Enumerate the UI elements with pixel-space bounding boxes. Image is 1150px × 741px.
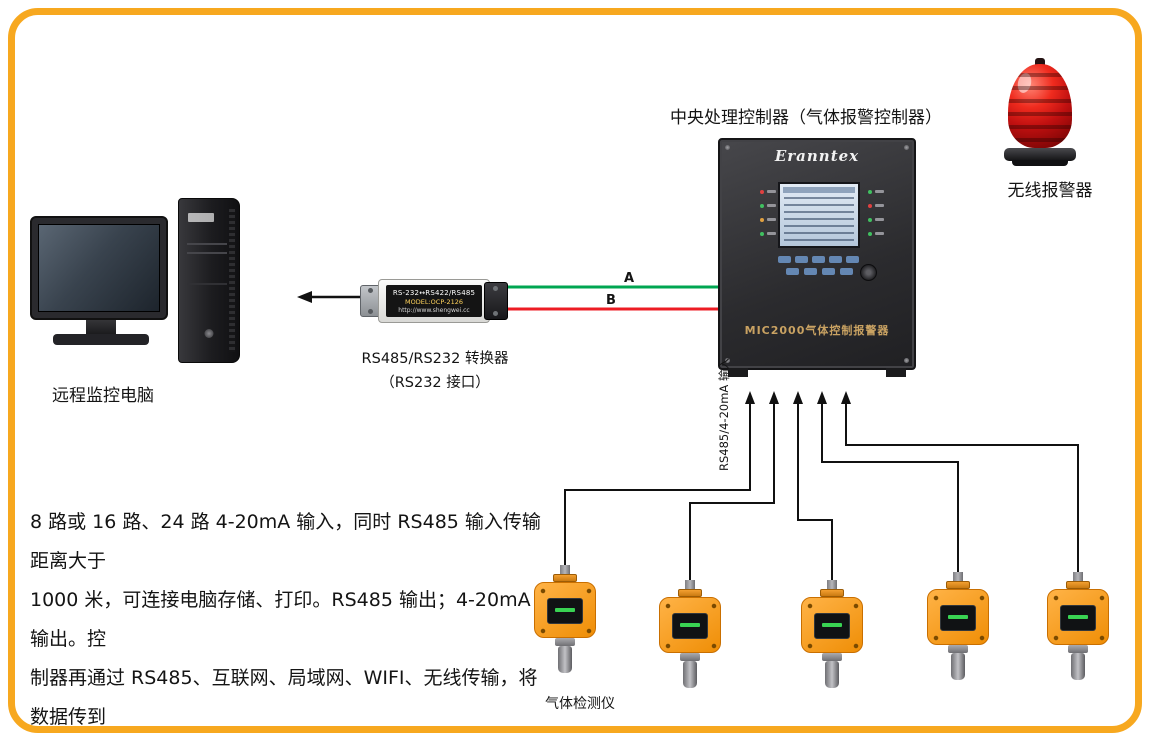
screw-icon [904,358,909,363]
detector-collar [820,589,844,597]
alarm-base-lower [1012,160,1068,166]
alarm-red-dome [1008,64,1072,148]
detector-body [534,582,596,638]
detector-cable-stub [560,565,570,574]
description-line: 远程监控中心。 [30,737,546,741]
converter-device-text-1: RS-232↔RS422/RS485 [392,289,476,297]
description-line: 制器再通过 RS485、互联网、局域网、WIFI、无线传输，将数据传到 [30,667,538,728]
detector-wires [564,402,1079,587]
alarm-top-cap [1035,58,1045,66]
gas-detector [1038,572,1118,684]
detector-nut [948,645,968,653]
panel-lock-icon [860,264,877,281]
detector-sensor-probe [1071,653,1085,680]
detector-display [547,598,583,624]
tower-badge [188,213,214,222]
detector-display [814,613,850,639]
gas-detector [792,580,872,692]
mount-tab [728,368,748,377]
wire-b-label: B [606,293,616,308]
tower-vents [229,209,235,352]
detector-sensor-probe [683,661,697,688]
pc-arrow [297,291,368,303]
tower-drive-bays [187,243,227,245]
detector-body [659,597,721,653]
screw-icon [904,145,909,150]
monitor-neck [86,320,116,334]
description-line: 1000 米，可连接电脑存储、打印。RS485 输出；4-20mA 输出。控 [30,589,531,650]
detector-cable-stub [685,580,695,589]
detector-sensor-probe [951,653,965,680]
gas-detector [918,572,998,684]
mount-tab [886,368,906,377]
detector-body [801,597,863,653]
controller-buttons-row1 [778,256,791,263]
remote-pc-label: 远程监控电脑 [52,386,154,406]
controller-buttons-row2 [786,268,799,275]
detector-body [927,589,989,645]
monitor-bezel [30,216,168,320]
controller-lcd-screen [778,182,860,248]
screw-icon [725,358,730,363]
led-labels-right [875,190,884,193]
wireless-alarm [1004,58,1076,166]
detector-nut [1068,645,1088,653]
bus-input-label: RS485/4-20mA 输入 [717,358,731,471]
detector-display [672,613,708,639]
converter-label-panel: RS-232↔RS422/RS485 MODEL:OCP-2126 http:/… [386,285,482,317]
db9-connector-right [484,282,508,320]
rs485-rs232-converter: RS-232↔RS422/RS485 MODEL:OCP-2126 http:/… [360,272,508,326]
converter-device-text-2: MODEL:OCP-2126 [405,298,463,306]
detector-nut [680,653,700,661]
detector-nut [822,653,842,661]
monitor-base [53,334,149,345]
converter-label-line1: RS485/RS232 转换器 [361,351,509,367]
description-line: 8 路或 16 路、24 路 4-20mA 输入，同时 RS485 输入传输距离… [30,511,541,572]
tower-power-button [204,329,214,338]
detector-display [1060,605,1096,631]
wireless-alarm-label: 无线报警器 [1007,181,1093,201]
input-arrows [745,391,851,404]
detector-display [940,605,976,631]
detector-collar [946,581,970,589]
pc-monitor [30,216,172,345]
detector-collar [553,574,577,582]
converter-device-text-3: http://www.shengwei.cc [398,307,470,314]
monitor-screen [38,224,160,312]
status-led-column-left [760,190,764,194]
status-led-column-right [868,190,872,194]
detector-body [1047,589,1109,645]
alarm-base [1004,148,1076,161]
gas-detector-label: 气体检测仪 [545,696,615,712]
converter-body: RS-232↔RS422/RS485 MODEL:OCP-2126 http:/… [378,279,490,323]
pc-tower [178,198,240,363]
gas-detector [650,580,730,692]
detector-nut [555,638,575,646]
central-controller: Eranntex MIC2000气体控制报警器 [718,138,916,377]
wire-a-label: A [624,271,635,286]
controller-brand: Eranntex [774,147,860,165]
screw-icon [725,145,730,150]
detector-cable-stub [827,580,837,589]
detector-cable-stub [953,572,963,581]
controller-title: 中央处理控制器（气体报警控制器） [670,108,942,128]
detector-cable-stub [1073,572,1083,581]
detector-collar [1066,581,1090,589]
converter-label-line2: （RS232 接口） [380,375,490,391]
detector-sensor-probe [825,661,839,688]
detector-sensor-probe [558,646,572,673]
gas-detector [525,565,605,677]
description-paragraph: 8 路或 16 路、24 路 4-20mA 输入，同时 RS485 输入传输距离… [30,503,546,741]
controller-model-text: MIC2000气体控制报警器 [744,324,890,337]
led-labels-left [767,190,776,193]
detector-collar [678,589,702,597]
